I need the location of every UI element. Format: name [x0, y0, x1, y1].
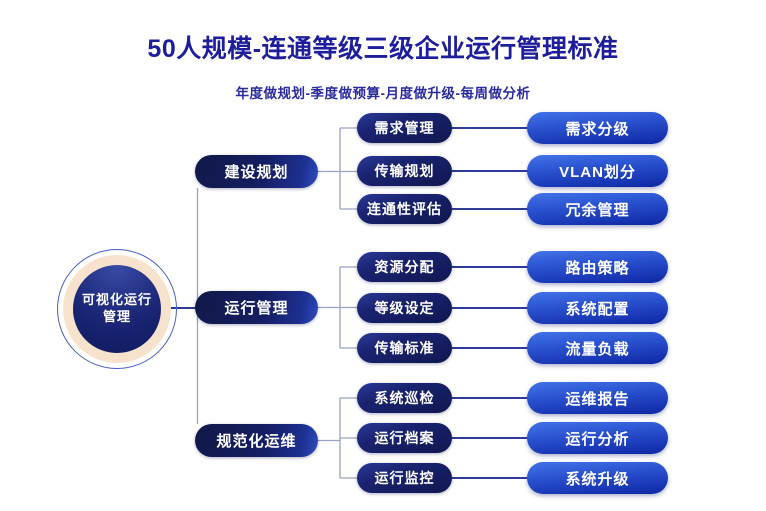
- root-label-line1: 可视化运行: [81, 292, 152, 308]
- root-node: 可视化运行 管理: [57, 249, 177, 369]
- result-operation-analysis: 运行分析: [527, 422, 668, 454]
- result-vlan-division: VLAN划分: [527, 155, 668, 187]
- step-transmission-standard: 传输标准: [357, 333, 452, 363]
- step-level-setting: 等级设定: [357, 293, 452, 323]
- root-node-label: 可视化运行 管理: [73, 265, 161, 353]
- result-demand-grading: 需求分级: [527, 112, 668, 144]
- step-operation-archive: 运行档案: [357, 423, 452, 453]
- step-transmission-planning: 传输规划: [357, 156, 452, 186]
- page-title: 50人规模-连通等级三级企业运行管理标准: [147, 35, 619, 63]
- result-system-upgrade: 系统升级: [527, 462, 668, 494]
- branch-operation-management: 运行管理: [195, 291, 318, 324]
- page-subtitle: 年度做规划-季度做预算-月度做升级-每周做分析: [235, 86, 531, 101]
- step-system-inspection: 系统巡检: [357, 383, 452, 413]
- result-system-config: 系统配置: [527, 292, 668, 324]
- step-connectivity-assessment: 连通性评估: [357, 194, 452, 224]
- result-traffic-load: 流量负载: [527, 332, 668, 364]
- step-demand-management: 需求管理: [357, 113, 452, 143]
- result-redundancy-management: 冗余管理: [527, 193, 668, 225]
- result-routing-policy: 路由策略: [527, 251, 668, 283]
- step-operation-monitoring: 运行监控: [357, 463, 452, 493]
- branch-standardized-ops: 规范化运维: [195, 424, 318, 457]
- step-resource-allocation: 资源分配: [357, 252, 452, 282]
- result-ops-report: 运维报告: [527, 382, 668, 414]
- root-label-line2: 管理: [102, 309, 131, 324]
- branch-construction-planning: 建设规划: [195, 155, 318, 188]
